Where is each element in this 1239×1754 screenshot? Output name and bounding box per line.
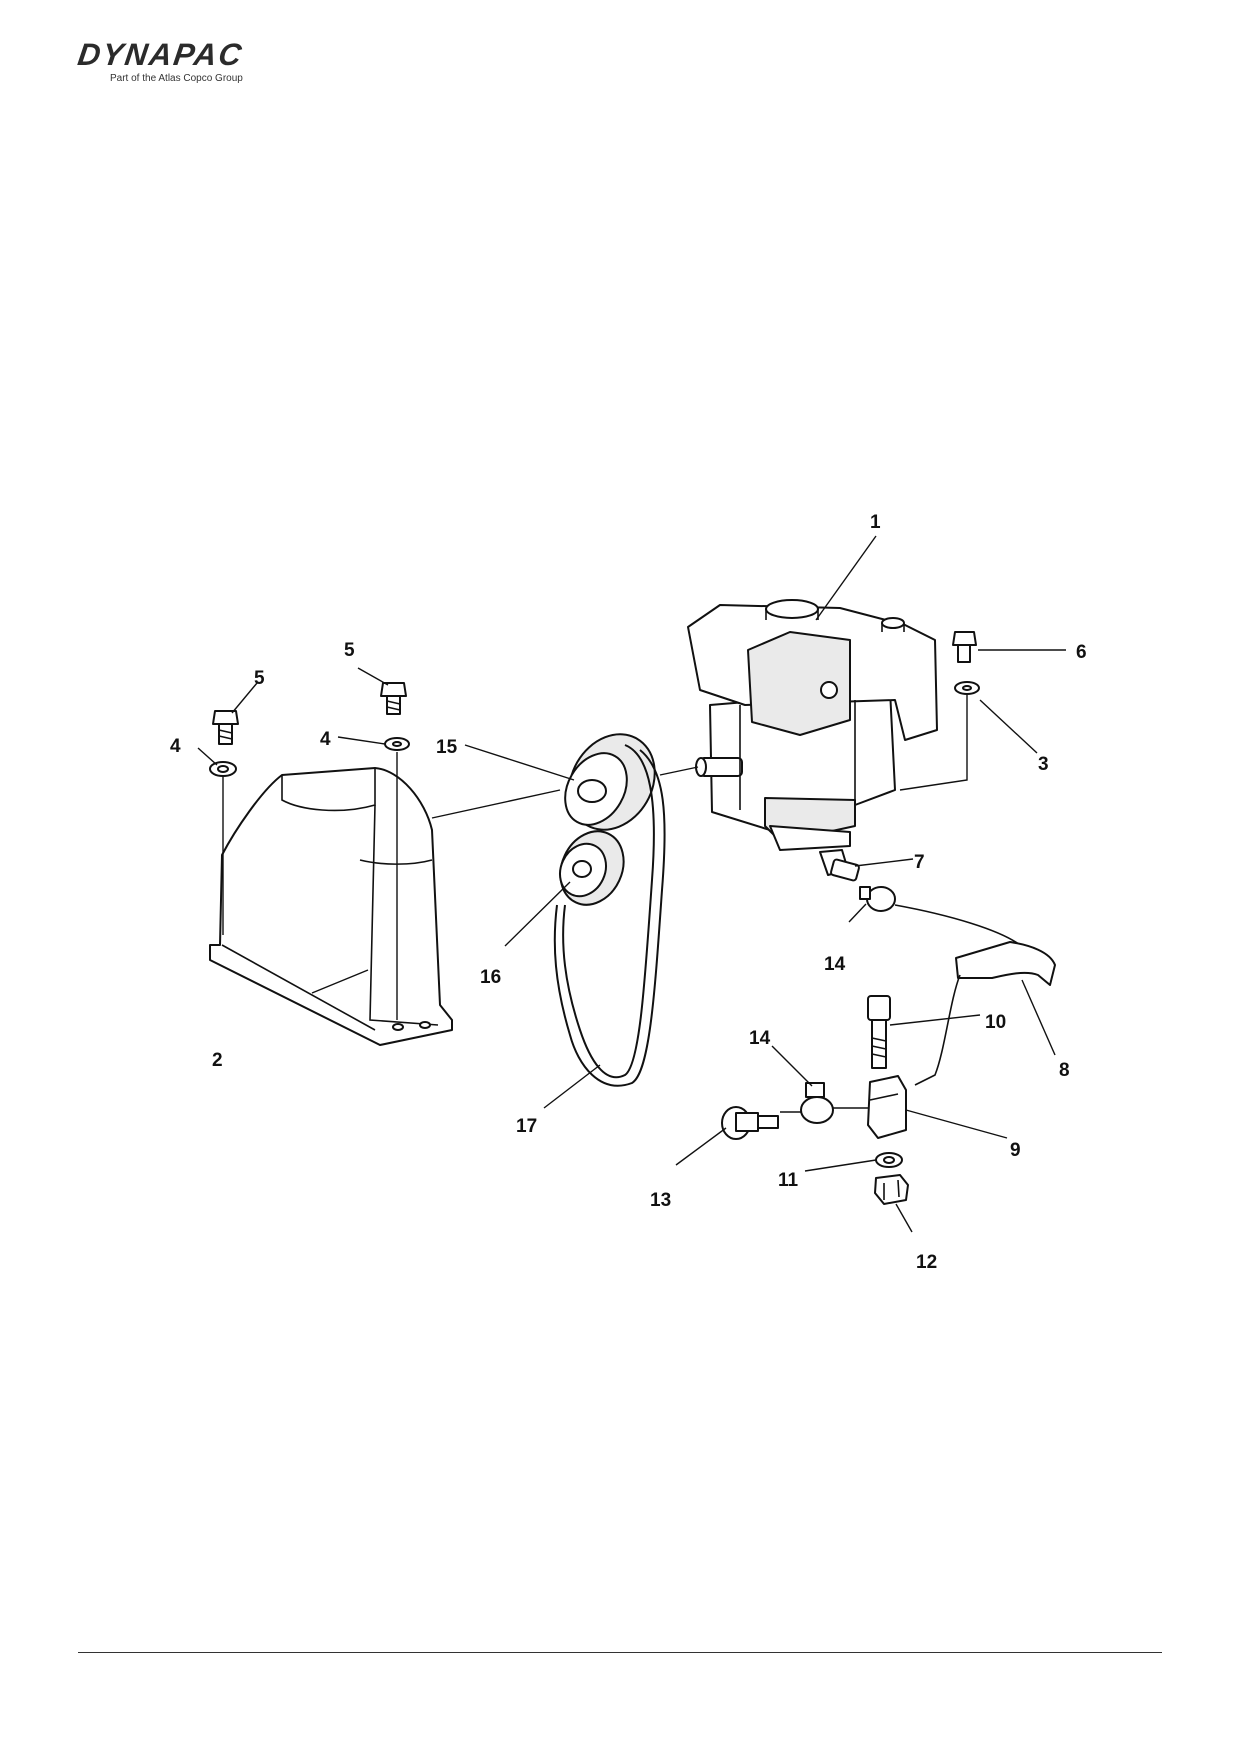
- hose-clamp-upper: [859, 886, 896, 912]
- callout-7: 7: [914, 852, 925, 873]
- block-9: [867, 1075, 907, 1139]
- driven-pulley-part: [559, 830, 625, 906]
- callout-9: 9: [1010, 1140, 1021, 1161]
- callout-4a: 4: [170, 736, 181, 757]
- callout-3: 3: [1038, 754, 1049, 775]
- washer-3: [954, 681, 980, 695]
- bolt-6: [952, 631, 977, 663]
- washer-4a: [209, 761, 237, 777]
- engine-part: [687, 599, 938, 851]
- callout-1: 1: [870, 512, 881, 533]
- callout-11: 11: [778, 1170, 799, 1191]
- bolt-5b: [380, 682, 407, 715]
- hose-clamp-lower: [800, 1082, 834, 1124]
- callout-10: 10: [985, 1012, 1006, 1033]
- callout-13: 13: [650, 1190, 671, 1211]
- callout-5a: 5: [254, 668, 265, 689]
- bolt-10: [867, 995, 891, 1069]
- brand-tagline: Part of the Atlas Copco Group: [110, 73, 243, 84]
- callout-4b: 4: [320, 729, 331, 750]
- belt-guard-part: [209, 767, 453, 1046]
- callout-15: 15: [436, 737, 458, 758]
- drive-pulley-part: [564, 733, 656, 831]
- dynapac-logo: DYNAPAC Part of the Atlas Copco Group: [76, 37, 298, 84]
- callout-16: 16: [480, 967, 501, 988]
- callout-8: 8: [1059, 1060, 1070, 1081]
- footer-divider: [78, 1652, 1162, 1653]
- callout-14a: 14: [824, 954, 846, 975]
- bolt-5a: [212, 710, 239, 745]
- nut-12: [874, 1174, 909, 1205]
- callout-14b: 14: [749, 1028, 771, 1049]
- callout-17: 17: [516, 1116, 537, 1137]
- washer-11: [875, 1152, 903, 1168]
- drain-fitting-part: [819, 849, 860, 882]
- callout-6: 6: [1076, 642, 1087, 663]
- v-belt-part: [553, 744, 666, 1087]
- callout-12: 12: [916, 1252, 937, 1273]
- plug-13: [721, 1106, 779, 1140]
- drain-hose-part: [894, 904, 1056, 1086]
- callout-5b: 5: [344, 640, 355, 661]
- washer-4b: [384, 737, 410, 751]
- callout-2: 2: [212, 1050, 223, 1071]
